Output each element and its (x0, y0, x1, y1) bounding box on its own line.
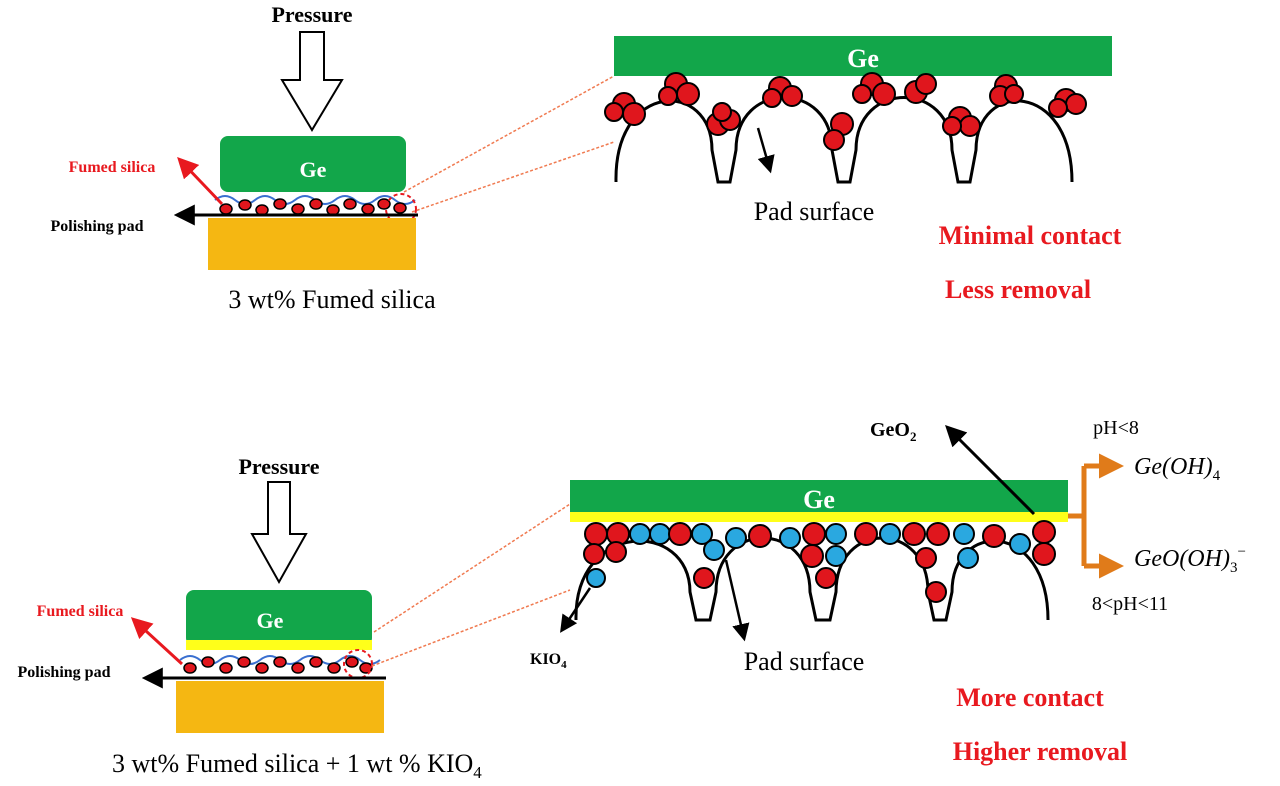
bottom-ge-label: Ge (257, 608, 284, 633)
reaction-bracket (1068, 453, 1124, 579)
top-schematic: Pressure Ge Fumed silica Polishing pad 3… (51, 2, 615, 314)
kio4-arrow (560, 587, 592, 633)
bottom-caption-main: 3 wt% Fumed silica + 1 wt % KIO (112, 749, 473, 778)
product1-main: Ge(OH) (1134, 454, 1213, 480)
bottom-fumed-silica-arrow (130, 617, 184, 666)
product1-sub: 4 (1213, 468, 1221, 484)
bottom-polishing-pad (176, 681, 384, 733)
top-guide-line-1 (403, 75, 615, 193)
top-zoom-ge-block (614, 36, 1112, 76)
bottom-caption-sub: 4 (473, 763, 482, 782)
bottom-result-line2: Higher removal (953, 737, 1128, 766)
bottom-guide-line-2 (371, 589, 571, 667)
bottom-zoom-ge-label: Ge (803, 485, 835, 514)
top-zoom-silica-particles (604, 72, 1087, 151)
top-pad-surface-label: Pad surface (754, 197, 875, 226)
bottom-pressure-label: Pressure (238, 454, 319, 479)
bottom-pad-surface-arrow (724, 559, 750, 642)
bottom-zoom: Ge Pad surface KIO4 GeO2 (530, 417, 1246, 766)
bottom-polishing-pad-label: Polishing pad (18, 664, 111, 681)
bottom-pressure-arrow (250, 481, 308, 585)
top-pressure-arrow (280, 31, 344, 132)
geo2-sub: 2 (910, 429, 917, 444)
geo2-label: GeO2 (870, 419, 917, 444)
bottom-pad-surface-label: Pad surface (744, 647, 865, 676)
top-silica-particles (219, 198, 407, 216)
ph-high-label: 8<pH<11 (1092, 593, 1168, 615)
bottom-fumed-silica-label: Fumed silica (37, 603, 124, 620)
product2-sub: 3 (1230, 560, 1238, 576)
bottom-result-line1: More contact (956, 683, 1104, 712)
product-geo-oh3: GeO(OH)3− (1134, 544, 1246, 576)
kio4-sub: 4 (561, 659, 567, 671)
top-ge-block (220, 136, 406, 192)
product-ge-oh4: Ge(OH)4 (1134, 454, 1221, 484)
bottom-guide-line-1 (373, 503, 571, 633)
top-guide-line-2 (411, 141, 615, 213)
top-polishing-pad-label: Polishing pad (51, 218, 144, 235)
top-zoom-ge-label: Ge (847, 44, 879, 73)
bottom-zoom-particles (583, 520, 1056, 603)
top-pad-surface (614, 96, 1074, 184)
top-pad-surface-arrow (756, 127, 775, 174)
top-caption: 3 wt% Fumed silica (228, 285, 436, 314)
top-slurry-layer (214, 195, 416, 216)
bottom-ge-block (186, 590, 372, 646)
product2-sup: − (1237, 544, 1245, 560)
geo2-main: GeO (870, 419, 910, 441)
top-pressure-label: Pressure (271, 2, 352, 27)
kio4-main: KIO (530, 651, 561, 668)
top-fumed-silica-arrow (177, 156, 224, 206)
bottom-schematic: Pressure Ge Fumed silica Polishing pad 3… (18, 454, 571, 782)
top-zoom: Ge Pad surface Minimal contact Less remo… (604, 36, 1122, 304)
bottom-oxide-layer (186, 640, 372, 650)
top-result-line1: Minimal contact (939, 221, 1122, 250)
bottom-zoom-ge-block (570, 480, 1068, 512)
geo2-arrow (945, 425, 1036, 516)
ph-low-label: pH<8 (1093, 417, 1139, 439)
top-ge-label: Ge (300, 157, 327, 182)
bottom-caption: 3 wt% Fumed silica + 1 wt % KIO4 (112, 749, 482, 782)
top-fumed-silica-label: Fumed silica (69, 159, 156, 176)
top-polishing-pad (208, 218, 416, 270)
bottom-zoom-oxide-layer (570, 512, 1068, 522)
product2-main: GeO(OH) (1134, 546, 1230, 572)
bottom-slurry-layer (179, 655, 381, 674)
kio4-label: KIO4 (530, 651, 567, 671)
top-result-line2: Less removal (945, 275, 1091, 304)
